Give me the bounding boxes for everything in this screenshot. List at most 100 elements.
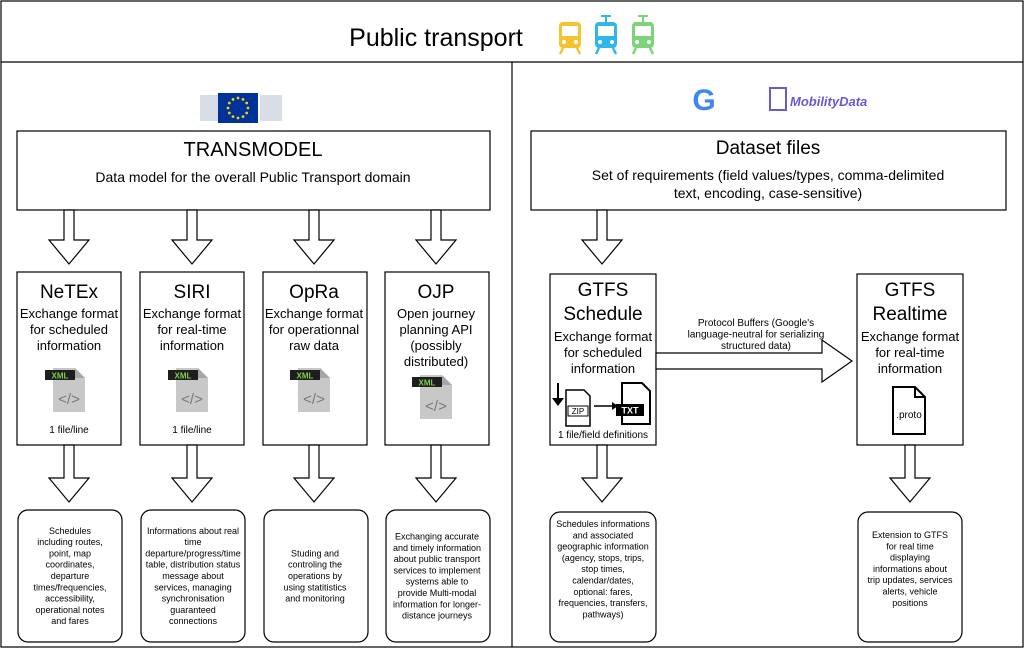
transmodel-subtitle: Data model for the overall Public Transp… <box>95 169 410 185</box>
protocol-buffers-label-line: Protocol Buffers (Google's <box>698 318 814 329</box>
standard-note: 1 file/line <box>49 425 89 436</box>
arrow-down <box>292 444 336 503</box>
standard-details-line: point, map <box>49 548 91 558</box>
vehicle-leg-right <box>575 47 582 55</box>
gtfs-schedule-name-line: GTFS <box>578 280 629 301</box>
vehicle-window <box>635 26 651 36</box>
gtfs-schedule-details-line: Schedules informations <box>556 519 650 529</box>
xml-file-icon: XML</> <box>168 368 208 412</box>
standard-details-line: synchronisation <box>162 594 225 604</box>
standard-details-line: using statitistics <box>283 582 347 592</box>
txt-file <box>621 382 651 425</box>
transmodel-box <box>16 130 491 211</box>
standard-details-line: connections <box>169 616 218 626</box>
code-glyph: </> <box>303 391 325 408</box>
xml-badge <box>45 370 75 380</box>
vehicle-light-right <box>610 40 614 44</box>
standard-details-line: departure <box>51 571 90 581</box>
code-glyph: </> <box>181 391 203 408</box>
standard-details-line: and timely information <box>393 543 481 553</box>
standard-box <box>139 271 245 446</box>
gtfs-schedule-details-line: (agency, stops, trips, <box>562 553 644 563</box>
protocol-buffers-label-line: structured data) <box>721 341 791 352</box>
logo-stripe-left <box>200 95 218 121</box>
gtfs-schedule-details-line: optional: fares, <box>573 587 632 597</box>
vehicle-leg-left <box>631 47 638 55</box>
gtfs-schedule-details-box <box>549 511 657 643</box>
vehicle-leg-right <box>648 47 655 55</box>
eu-star <box>245 101 249 105</box>
standard-details-line: times/frequencies, <box>33 582 106 592</box>
standard-details-line: Informations about real <box>147 526 239 536</box>
eu-star <box>236 116 240 120</box>
xml-file-icon: XML</> <box>45 368 85 412</box>
standard-description-line: for scheduled <box>30 322 108 337</box>
file-fold <box>320 368 330 378</box>
arrow-down <box>580 209 624 265</box>
right-arrow <box>655 338 854 384</box>
standard-description-line: Exchange format <box>20 306 119 321</box>
arrow-down <box>47 209 91 265</box>
standard-description-line: information <box>160 338 224 353</box>
standard-name: OpRa <box>289 282 339 303</box>
gtfs-realtime-details-line: positions <box>892 598 928 608</box>
txt-label: TXT <box>622 406 640 416</box>
gtfs-realtime-description-line: Exchange format <box>861 329 960 344</box>
standard-details-line: and monitoring <box>285 594 345 604</box>
standard-details-line: distance journeys <box>402 611 473 621</box>
proto-file-fold <box>914 387 925 398</box>
standard-details-box <box>140 509 246 643</box>
gtfs-realtime-details-line: displaying <box>890 553 930 563</box>
xml-badge-label: XML <box>419 379 436 388</box>
xml-badge <box>412 377 442 387</box>
eu-star <box>241 115 245 119</box>
gtfs-realtime-details-line: alerts, vehicle <box>882 587 937 597</box>
eu-star <box>227 101 231 105</box>
standard-details-box <box>17 509 123 643</box>
gtfs-realtime-details-line: trip updates, services <box>867 575 953 585</box>
standard-box <box>16 271 122 446</box>
mobilitydata-logo: MobilityData <box>769 87 867 111</box>
protocol-buffers-label-line: language-neutral for serializing <box>688 330 825 341</box>
arrow-down <box>888 444 932 503</box>
gtfs-realtime-description-line: information <box>878 361 942 376</box>
standard-details-line: information for longer- <box>393 599 481 609</box>
standard-name: NeTEx <box>40 282 99 303</box>
download-head <box>552 398 564 406</box>
logo-stripe-right <box>260 95 282 121</box>
vehicle-light-right <box>647 40 651 44</box>
convert-head <box>612 402 618 410</box>
european-commission-logo <box>200 93 282 123</box>
standard-description-line: (possibly <box>410 338 462 353</box>
standard-description-line: for operationnal <box>269 322 359 337</box>
proto-file-icon: .proto <box>892 386 926 435</box>
xml-badge-label: XML <box>52 372 69 381</box>
standard-details-line: about public transport <box>394 554 481 564</box>
standard-description-line: for real-time <box>157 322 226 337</box>
vehicle-light-left <box>635 40 639 44</box>
dataset-files-box <box>530 130 1007 211</box>
eu-star <box>231 115 235 119</box>
file-fold <box>198 368 208 378</box>
gtfs-schedule-name-line: Schedule <box>563 304 642 325</box>
standard-details-line: provide Multi-modal <box>398 588 477 598</box>
standard-details-line: departure/progress/time <box>145 548 241 558</box>
xml-badge-label: XML <box>297 372 314 381</box>
gtfs-schedule-details-line: stop times, <box>581 564 625 574</box>
mobilitydata-text: MobilityData <box>790 94 867 109</box>
tram-icon <box>594 15 618 55</box>
gtfs-schedule-details-line: and associated <box>573 530 634 540</box>
arrow-down <box>170 209 214 265</box>
standard-details-box <box>263 509 369 643</box>
standard-description-line: distributed) <box>404 354 468 369</box>
google-logo: G <box>692 84 715 117</box>
standard-description-line: Open journey <box>397 306 476 321</box>
gtfs-schedule-details-line: frequencies, transfers, <box>558 598 647 608</box>
gtfs-schedule-note: 1 file/field definitions <box>558 430 648 441</box>
gtfs-realtime-description-line: for real-time <box>875 345 944 360</box>
standard-name: OJP <box>418 282 455 303</box>
